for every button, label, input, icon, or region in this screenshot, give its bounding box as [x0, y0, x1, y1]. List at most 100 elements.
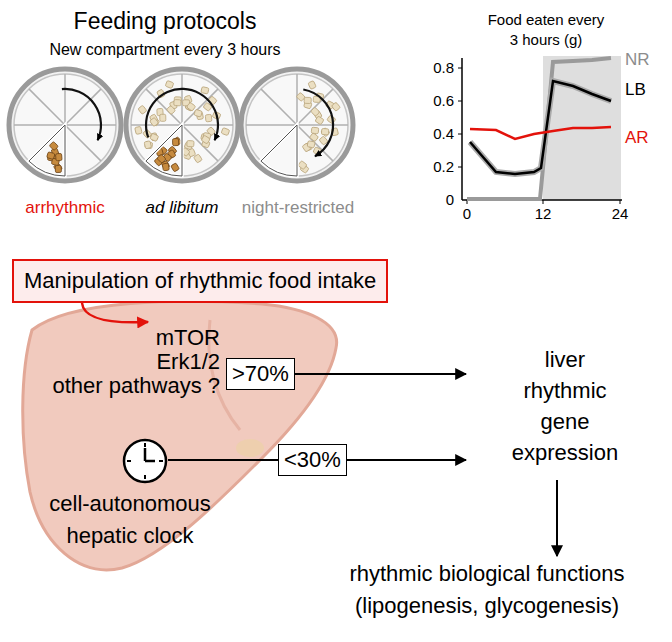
dish-rim — [126, 69, 238, 181]
current-compartment-outline — [146, 125, 182, 176]
food-pellet — [315, 116, 324, 125]
food-pellet — [308, 81, 316, 90]
clock-hand — [145, 460, 155, 463]
dish-rim — [241, 69, 353, 181]
title-heading: Feeding protocols — [15, 8, 315, 36]
current-compartment-outline — [29, 125, 65, 176]
clock-tick — [144, 475, 146, 479]
y-tick-label: 0.4 — [414, 125, 454, 143]
food-pellet — [160, 114, 166, 121]
current-compartment — [261, 125, 297, 176]
compartment-wall — [65, 124, 116, 126]
y-tick-label: 0 — [414, 191, 454, 209]
food-pellet — [298, 161, 307, 170]
outcome-text: rhythmic biological functions (lipogenes… — [307, 558, 667, 622]
tick — [458, 134, 462, 135]
gallbladder — [236, 439, 264, 457]
food-pellet — [56, 153, 62, 160]
tick — [458, 68, 462, 69]
food-pellet — [187, 102, 196, 111]
food-pellet — [307, 141, 315, 148]
subtitle: New compartment every 3 hours — [15, 40, 315, 59]
x-tick-label: 24 — [605, 205, 635, 223]
food-pellet — [321, 129, 328, 135]
protocol-label: ad libitum — [122, 198, 242, 218]
tick — [458, 101, 462, 102]
rotation-arrow — [62, 89, 101, 140]
current-compartment — [146, 125, 182, 176]
dish-floor — [131, 74, 233, 176]
protocol-label: night-restricted — [232, 198, 364, 218]
food-pellet — [201, 135, 210, 144]
food-pellet — [166, 105, 175, 114]
clock-tick — [127, 460, 131, 462]
food-pellet — [172, 138, 178, 145]
arrow-to-functions — [556, 480, 558, 556]
food-pellet — [49, 141, 58, 150]
pathways-line — [222, 374, 224, 376]
food-pellet — [321, 128, 330, 137]
clock-tick — [159, 460, 163, 462]
food-pellet — [145, 141, 153, 148]
dish-floor — [246, 74, 348, 176]
feeding-dishes — [9, 69, 353, 181]
food-pellet — [135, 126, 142, 134]
food-pellet — [309, 133, 318, 142]
food-pellet — [221, 128, 230, 136]
dish-floor — [14, 74, 116, 176]
lb-line — [470, 81, 611, 174]
node-text: Manipulation of rhythmic food intake — [24, 267, 376, 295]
arrow-to-gene-expression — [347, 459, 466, 461]
food-pellet — [187, 140, 194, 146]
compartment-wall — [64, 74, 66, 125]
food-pellet — [171, 163, 180, 172]
clock-line — [168, 459, 278, 461]
clock-face — [124, 440, 166, 482]
food-pellet — [157, 154, 166, 163]
intervention-arrow — [82, 303, 148, 322]
node-text: <30% — [284, 447, 341, 473]
food-pellet — [205, 114, 212, 122]
x-tick-label: 0 — [452, 205, 482, 223]
tick — [543, 200, 544, 204]
chart-title: Food eaten every 3 hours (g) — [483, 10, 609, 50]
y-tick-label: 0.8 — [414, 59, 454, 77]
compartment-wall — [261, 89, 297, 125]
food-pellet — [311, 107, 320, 116]
rotation-arrow — [303, 90, 333, 157]
node-text: >70% — [232, 361, 289, 387]
dish-rim — [9, 69, 121, 181]
node-text: other pathways ? — [52, 374, 220, 398]
tick — [458, 167, 462, 168]
food-pellet — [331, 102, 340, 111]
intervention-box: Manipulation of rhythmic food intake — [12, 259, 388, 303]
clock-hand — [144, 448, 147, 461]
food-pellet — [144, 141, 151, 149]
food-pellet — [201, 87, 209, 94]
compartment-wall — [14, 124, 65, 126]
clock-tick — [144, 443, 146, 447]
food-pellet — [47, 152, 55, 160]
food-pellet — [150, 117, 159, 126]
rotation-arrow — [146, 89, 218, 140]
food-pellet — [55, 165, 61, 172]
compartment-wall — [296, 74, 298, 125]
compartment-wall — [246, 124, 297, 126]
series-label: LB — [625, 80, 669, 100]
arrow-to-gene-expression — [295, 373, 466, 375]
series-label: NR — [625, 50, 669, 70]
food-pellet — [138, 105, 147, 114]
food-pellet — [165, 80, 174, 88]
series-label: AR — [625, 128, 669, 148]
percent-box: >70% — [226, 358, 295, 390]
node-text: cell-autonomous hepatic clock — [20, 488, 240, 552]
food-pellet — [194, 154, 203, 163]
food-pellet — [304, 97, 311, 103]
tick — [620, 200, 621, 204]
x-tick-label: 12 — [528, 205, 558, 223]
compartment-wall — [29, 89, 65, 125]
nr-line — [467, 58, 611, 199]
ar-line — [470, 127, 611, 139]
food-pellet — [311, 127, 318, 134]
